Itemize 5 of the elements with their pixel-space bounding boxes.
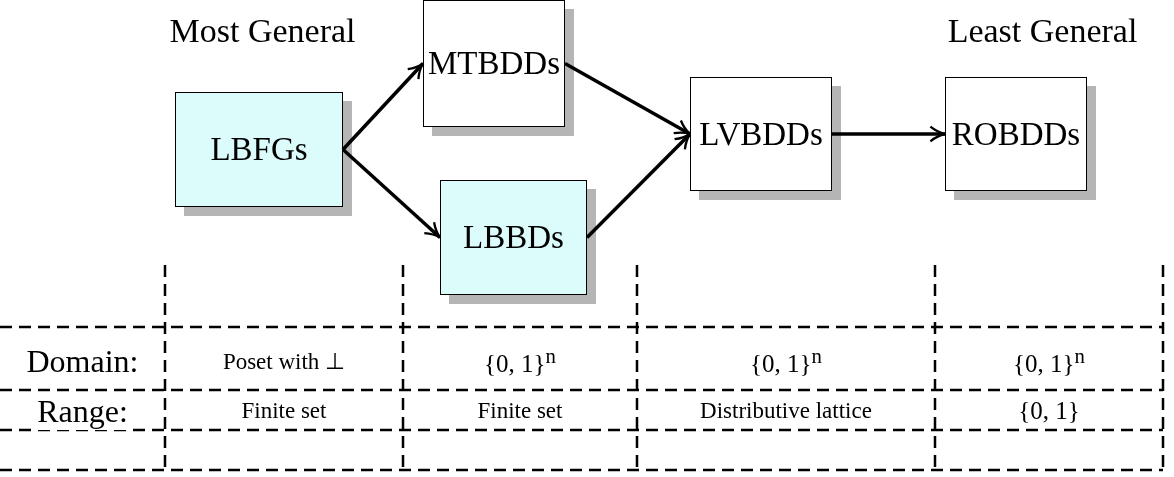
box-label: MTBDDs [428,45,560,82]
box-label: LBBDs [463,219,564,256]
box-label: LBFGs [210,131,308,168]
box-label: ROBDDs [951,115,1081,153]
box-label: LVBDDs [699,115,823,153]
